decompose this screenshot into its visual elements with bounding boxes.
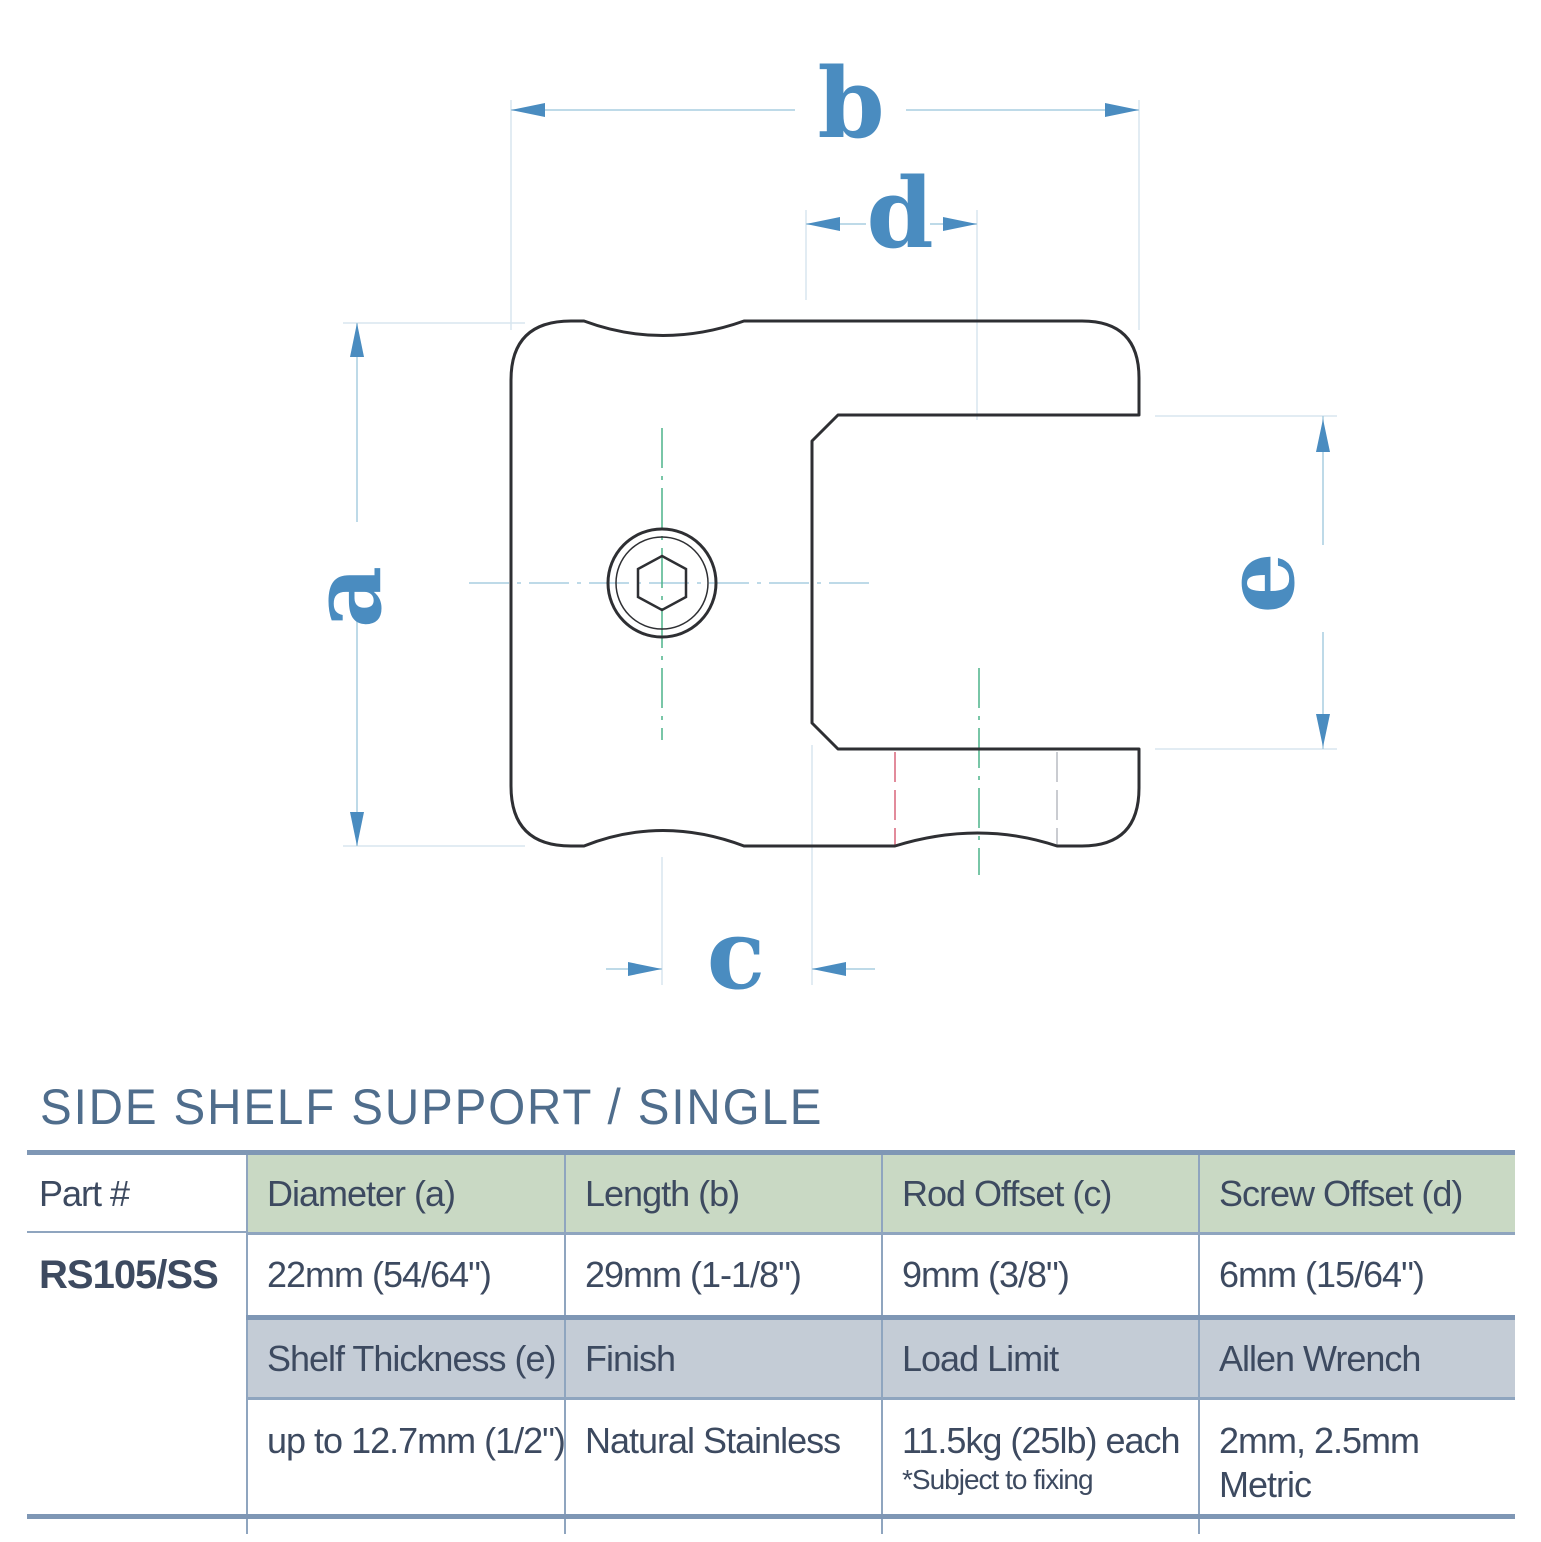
screw-icon <box>606 527 718 639</box>
dimension-c: c <box>606 898 875 1011</box>
header-diameter: Diameter (a) <box>246 1150 565 1234</box>
value-diameter: 22mm (54/64") <box>246 1232 565 1318</box>
load-limit-note: *Subject to fixing <box>902 1464 1094 1495</box>
value-screw-offset: 6mm (15/64") <box>1198 1232 1515 1318</box>
spec-table: Part # Diameter (a) Length (b) Rod Offse… <box>27 1150 1515 1534</box>
header-length: Length (b) <box>564 1150 882 1234</box>
part-number-cell: RS105/SS <box>27 1234 247 1318</box>
header-allen-wrench: Allen Wrench <box>1198 1315 1515 1399</box>
header-finish: Finish <box>564 1315 882 1399</box>
header-rod-offset: Rod Offset (c) <box>881 1150 1199 1234</box>
value-length: 29mm (1-1/8") <box>564 1232 882 1318</box>
table-bottom-rule <box>27 1514 1515 1519</box>
header-load-limit: Load Limit <box>881 1315 1199 1399</box>
part-divider <box>27 1231 247 1233</box>
allen-wrench-note: Metric <box>1219 1464 1312 1505</box>
part-header: Part # <box>27 1150 247 1234</box>
dimension-d: d <box>806 157 977 270</box>
dimension-label-e: e <box>1203 552 1316 613</box>
technical-drawing: b d a e c <box>290 47 1337 1011</box>
dimension-label-a: a <box>290 566 403 628</box>
dimension-a: a <box>290 323 403 846</box>
dimension-label-d: d <box>866 157 933 270</box>
extension-lines <box>343 100 1337 985</box>
part-col-spacer <box>27 1318 247 1399</box>
dimension-label-b: b <box>817 47 884 160</box>
part-outline <box>509 319 1141 848</box>
value-shelf-thickness: up to 12.7mm (1/2") <box>246 1397 566 1534</box>
header-shelf-thickness: Shelf Thickness (e) <box>246 1315 565 1399</box>
header-screw-offset: Screw Offset (d) <box>1198 1150 1515 1234</box>
dimension-b: b <box>511 47 1139 160</box>
value-rod-offset: 9mm (3/8") <box>881 1232 1199 1318</box>
value-load-limit: 11.5kg (25lb) each*Subject to fixing <box>881 1397 1199 1534</box>
value-finish: Natural Stainless <box>564 1397 882 1534</box>
centerlines <box>469 428 980 875</box>
dimension-e: e <box>1203 416 1330 749</box>
product-title: SIDE SHELF SUPPORT / SINGLE <box>40 1079 824 1135</box>
dimension-label-c: c <box>707 898 765 1011</box>
part-number: RS105/SS <box>39 1253 219 1297</box>
hidden-lines <box>894 752 1058 845</box>
